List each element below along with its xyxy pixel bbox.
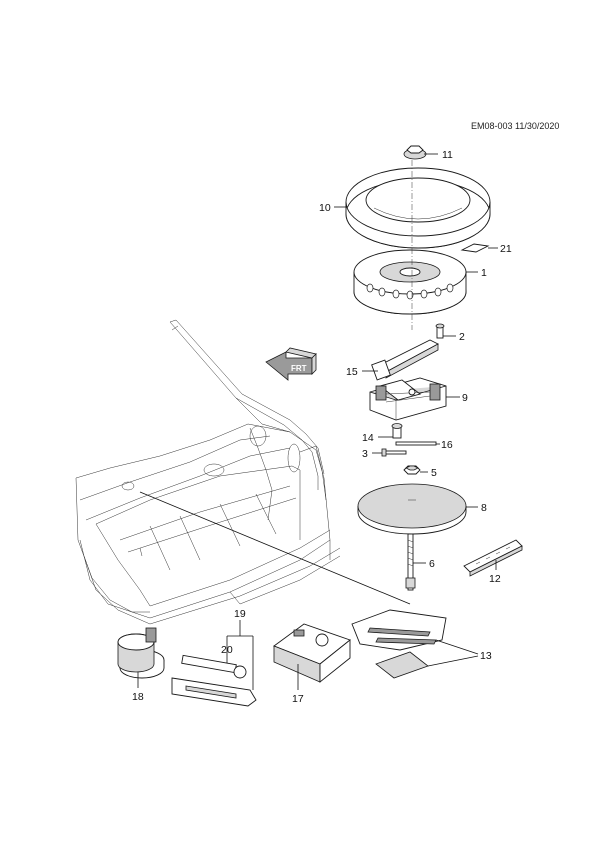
part-11-wheel-nut bbox=[403, 145, 438, 160]
callout-11: 11 bbox=[442, 149, 453, 161]
callout-16: 16 bbox=[441, 439, 453, 451]
part-16-rod bbox=[395, 441, 440, 446]
callout-6: 6 bbox=[429, 558, 435, 570]
diagram-code-date: EM08-003 11/30/2020 bbox=[471, 121, 560, 131]
callout-20: 20 bbox=[221, 644, 233, 656]
callout-3: 3 bbox=[362, 448, 368, 460]
callout-17: 17 bbox=[292, 693, 304, 705]
location-leader-line bbox=[139, 491, 411, 605]
part-19-20-towing-hook-kit bbox=[171, 620, 257, 707]
part-18-compressor bbox=[117, 627, 165, 688]
callout-2: 2 bbox=[459, 331, 465, 343]
part-5-nut bbox=[403, 465, 428, 475]
part-15-jack-handle bbox=[362, 339, 439, 381]
part-14-pin bbox=[378, 423, 403, 439]
part-12-tool bbox=[463, 539, 523, 577]
callout-21: 21 bbox=[500, 243, 512, 255]
frt-label: FRT bbox=[291, 364, 307, 373]
part-13-mats bbox=[351, 609, 479, 679]
part-3-pin bbox=[372, 448, 407, 457]
part-21-label bbox=[460, 243, 498, 253]
callout-14: 14 bbox=[362, 432, 374, 444]
part-8-cover bbox=[357, 483, 478, 535]
part-6-stud bbox=[405, 533, 426, 591]
callout-labels: 11 10 21 1 2 15 9 14 16 3 5 8 6 12 13 19… bbox=[132, 149, 512, 705]
callout-13: 13 bbox=[480, 650, 492, 662]
callout-9: 9 bbox=[462, 392, 468, 404]
callout-10: 10 bbox=[319, 202, 331, 214]
part-9-jack bbox=[369, 377, 460, 421]
callout-12: 12 bbox=[489, 573, 501, 585]
callout-18: 18 bbox=[132, 691, 144, 703]
part-1-wheel bbox=[353, 160, 478, 330]
part-17-repair-kit bbox=[273, 623, 351, 690]
callout-15: 15 bbox=[346, 366, 358, 378]
callout-8: 8 bbox=[481, 502, 487, 514]
vehicle-trunk-outline bbox=[75, 319, 341, 625]
callout-1: 1 bbox=[481, 267, 487, 279]
part-10-tire bbox=[334, 167, 491, 249]
part-2-bolt bbox=[435, 323, 456, 339]
callout-19: 19 bbox=[234, 608, 246, 620]
front-direction-arrow: FRT bbox=[265, 347, 317, 381]
callout-5: 5 bbox=[431, 467, 437, 479]
